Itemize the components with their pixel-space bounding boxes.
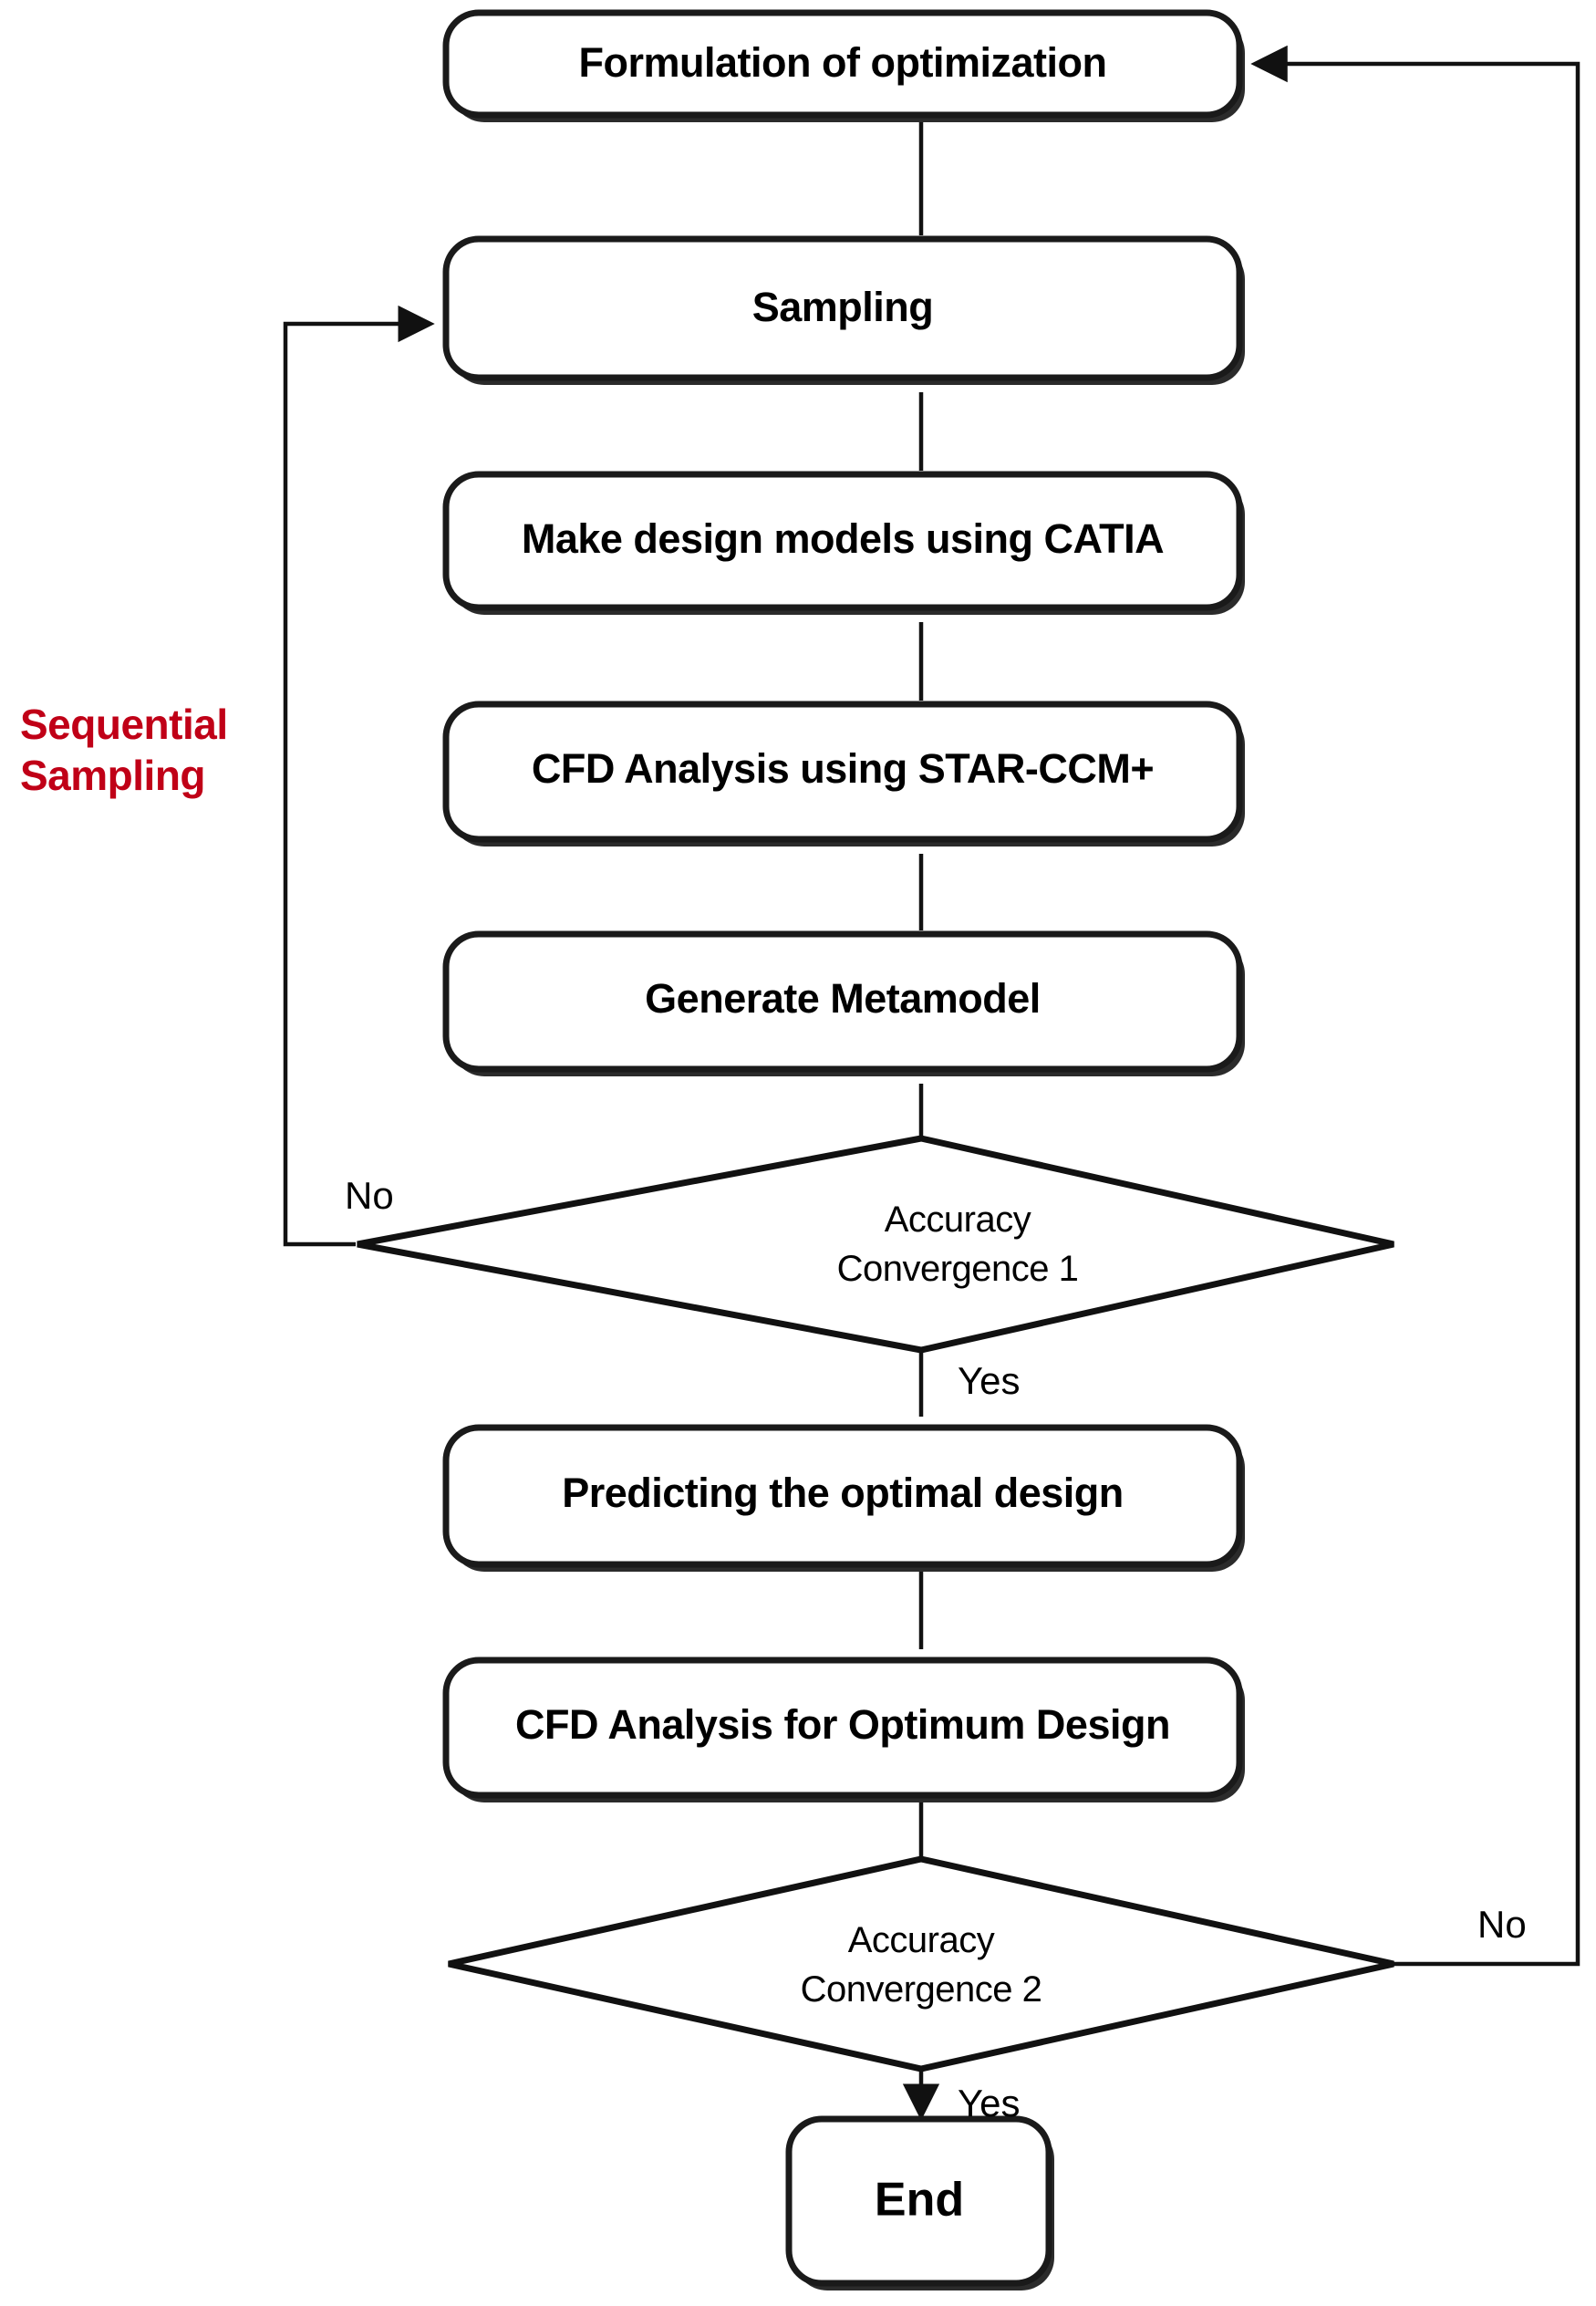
node-convergence-2-label-line2: Convergence 2 [801,1969,1042,2010]
node-formulation[interactable]: Formulation of optimization [442,9,1245,122]
node-make-models-label: Make design models using CATIA [522,515,1164,562]
node-sampling[interactable]: Sampling [442,235,1245,385]
node-convergence-1-label-line1: Accuracy [885,1200,1031,1240]
node-formulation-label: Formulation of optimization [579,39,1107,86]
edge-label-conv1-no: No [345,1174,394,1217]
annotation-sequential-sampling-line2: Sampling [20,752,205,799]
annotation-sequential-sampling-line1: Sequential [20,701,228,748]
node-predict-optimal-label: Predicting the optimal design [562,1470,1124,1516]
edge-conv2-no-loop [1250,45,1580,1967]
node-convergence-2[interactable]: Accuracy Convergence 2 [448,1855,1394,2072]
edge-label-conv2-yes: Yes [958,2082,1021,2124]
node-cfd-analysis[interactable]: CFD Analysis using STAR-CCM+ [442,701,1245,847]
edge-conv1-no-loop [283,305,435,1247]
edge-label-conv1-yes: Yes [958,1359,1021,1402]
node-generate-metamodel-label: Generate Metamodel [645,975,1041,1022]
annotation-sequential-sampling: Sequential Sampling [20,701,228,799]
node-cfd-optimum[interactable]: CFD Analysis for Optimum Design [442,1657,1245,1802]
node-cfd-optimum-label: CFD Analysis for Optimum Design [515,1701,1170,1748]
node-generate-metamodel[interactable]: Generate Metamodel [442,930,1245,1076]
node-make-models[interactable]: Make design models using CATIA [442,471,1245,615]
node-predict-optimal[interactable]: Predicting the optimal design [442,1424,1245,1572]
node-cfd-analysis-label: CFD Analysis using STAR-CCM+ [532,745,1154,792]
node-convergence-1-label-line2: Convergence 1 [837,1249,1079,1289]
edge-label-conv2-no: No [1477,1903,1527,1946]
node-end[interactable]: End [785,2115,1054,2290]
node-sampling-label: Sampling [752,284,934,330]
node-convergence-1[interactable]: Accuracy Convergence 1 [357,1135,1394,1354]
node-end-label: End [875,2174,964,2227]
node-convergence-2-label-line1: Accuracy [848,1920,995,1960]
